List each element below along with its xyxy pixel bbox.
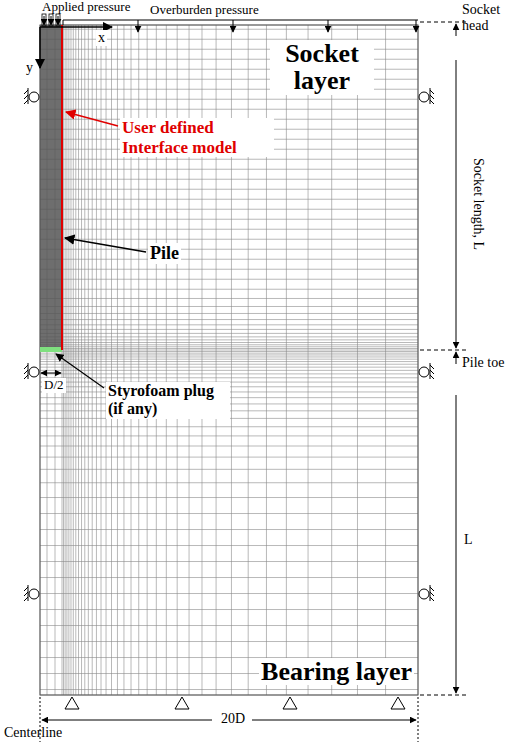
annotation-label: Pile toe bbox=[462, 355, 512, 371]
annotation-label: D/2 bbox=[42, 378, 66, 393]
annotation-label: Socket head bbox=[462, 2, 514, 34]
annotation-label: L bbox=[464, 532, 484, 548]
layer-name: Bearing layer bbox=[259, 658, 414, 685]
layer-name: Socket layer bbox=[270, 40, 374, 95]
soil-layer-region: Socket layer bbox=[270, 40, 374, 95]
annotation-label: y bbox=[26, 60, 40, 76]
soil-layer-region: Bearing layer bbox=[259, 658, 414, 685]
annotation-label: x bbox=[96, 30, 107, 46]
annotation-label: Overburden pressure bbox=[150, 3, 310, 18]
annotation-label: Styrofoam plug (if any) bbox=[106, 382, 230, 419]
annotation-label: Centerline bbox=[4, 725, 84, 741]
annotation-label: Socket length, L bbox=[470, 74, 486, 334]
annotation-label: User defined Interface model bbox=[120, 118, 274, 157]
annotation-label: Pile bbox=[148, 243, 181, 264]
annotation-label: 20D bbox=[214, 711, 252, 727]
